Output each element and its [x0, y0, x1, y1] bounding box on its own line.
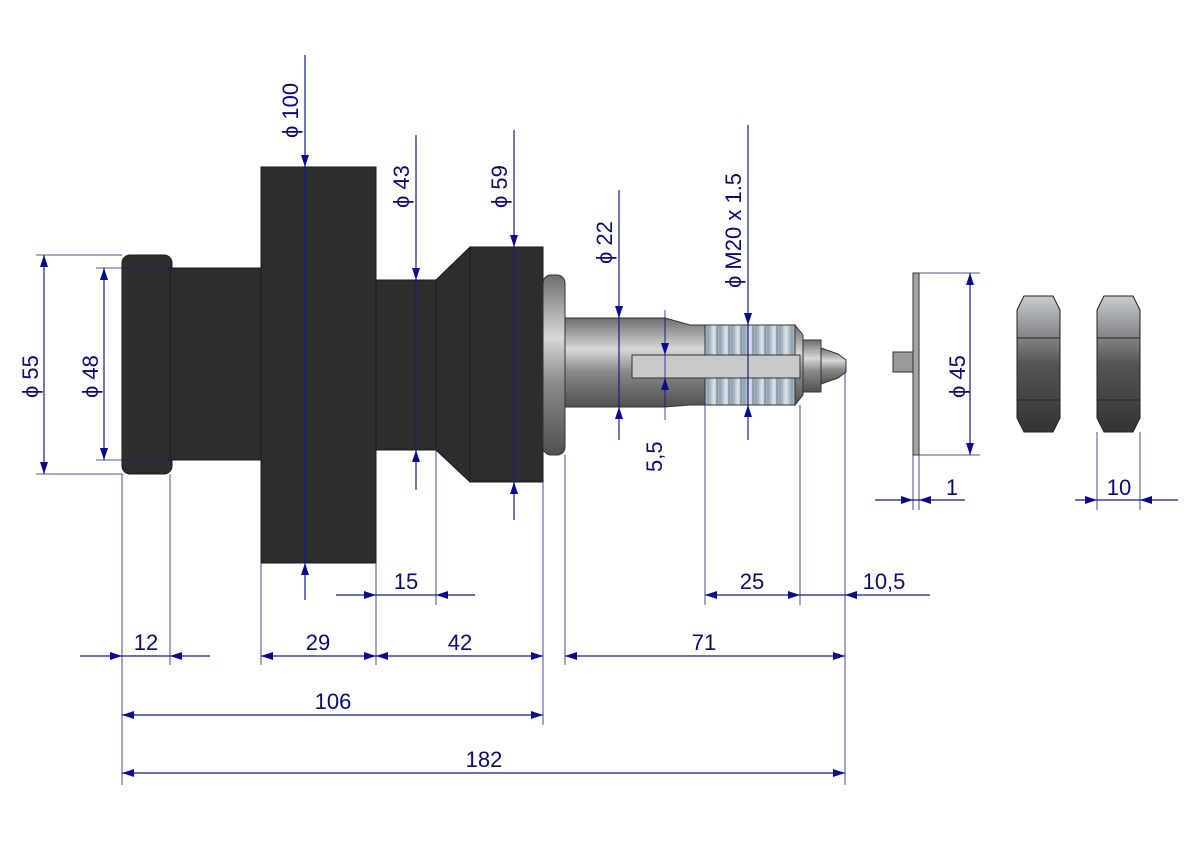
dim-d43: ϕ 43 — [389, 165, 414, 208]
dim-106: 106 — [315, 689, 352, 714]
d59-body — [469, 246, 544, 483]
dim-15: 15 — [394, 569, 418, 594]
bearing-ring — [542, 274, 566, 456]
arrowheads — [40, 155, 1152, 777]
dim-d48: ϕ 48 — [78, 355, 103, 398]
dim-d55: ϕ 55 — [18, 355, 43, 398]
grease-nipple — [820, 347, 847, 385]
dimension-lines — [43, 55, 1178, 774]
dim-d59: ϕ 59 — [487, 165, 512, 208]
dim-d100: ϕ 100 — [278, 83, 303, 138]
left-flange — [121, 254, 173, 475]
taper — [435, 245, 471, 484]
dim-42: 42 — [448, 630, 472, 655]
dim-d22: ϕ 22 — [592, 221, 617, 264]
large-disc — [260, 166, 377, 564]
dim-182: 182 — [466, 747, 503, 772]
dim-5-5: 5,5 — [642, 441, 667, 472]
washer — [892, 272, 920, 456]
dim-12: 12 — [134, 630, 158, 655]
dim-m20: ϕ M20 x 1.5 — [721, 173, 746, 288]
shaft-part — [121, 166, 847, 564]
dim-1: 1 — [946, 475, 958, 500]
dim-d45: ϕ 45 — [945, 355, 970, 398]
dim-71: 71 — [692, 630, 716, 655]
dim-10: 10 — [1107, 475, 1131, 500]
key-slot — [631, 354, 801, 379]
dim-10-5: 10,5 — [863, 569, 906, 594]
dim-29: 29 — [306, 630, 330, 655]
hex-nipple — [802, 339, 822, 393]
d43-section — [375, 279, 437, 451]
nut-1 — [1016, 295, 1061, 433]
nut-2 — [1096, 295, 1141, 433]
dim-25: 25 — [740, 569, 764, 594]
neck — [169, 267, 264, 461]
